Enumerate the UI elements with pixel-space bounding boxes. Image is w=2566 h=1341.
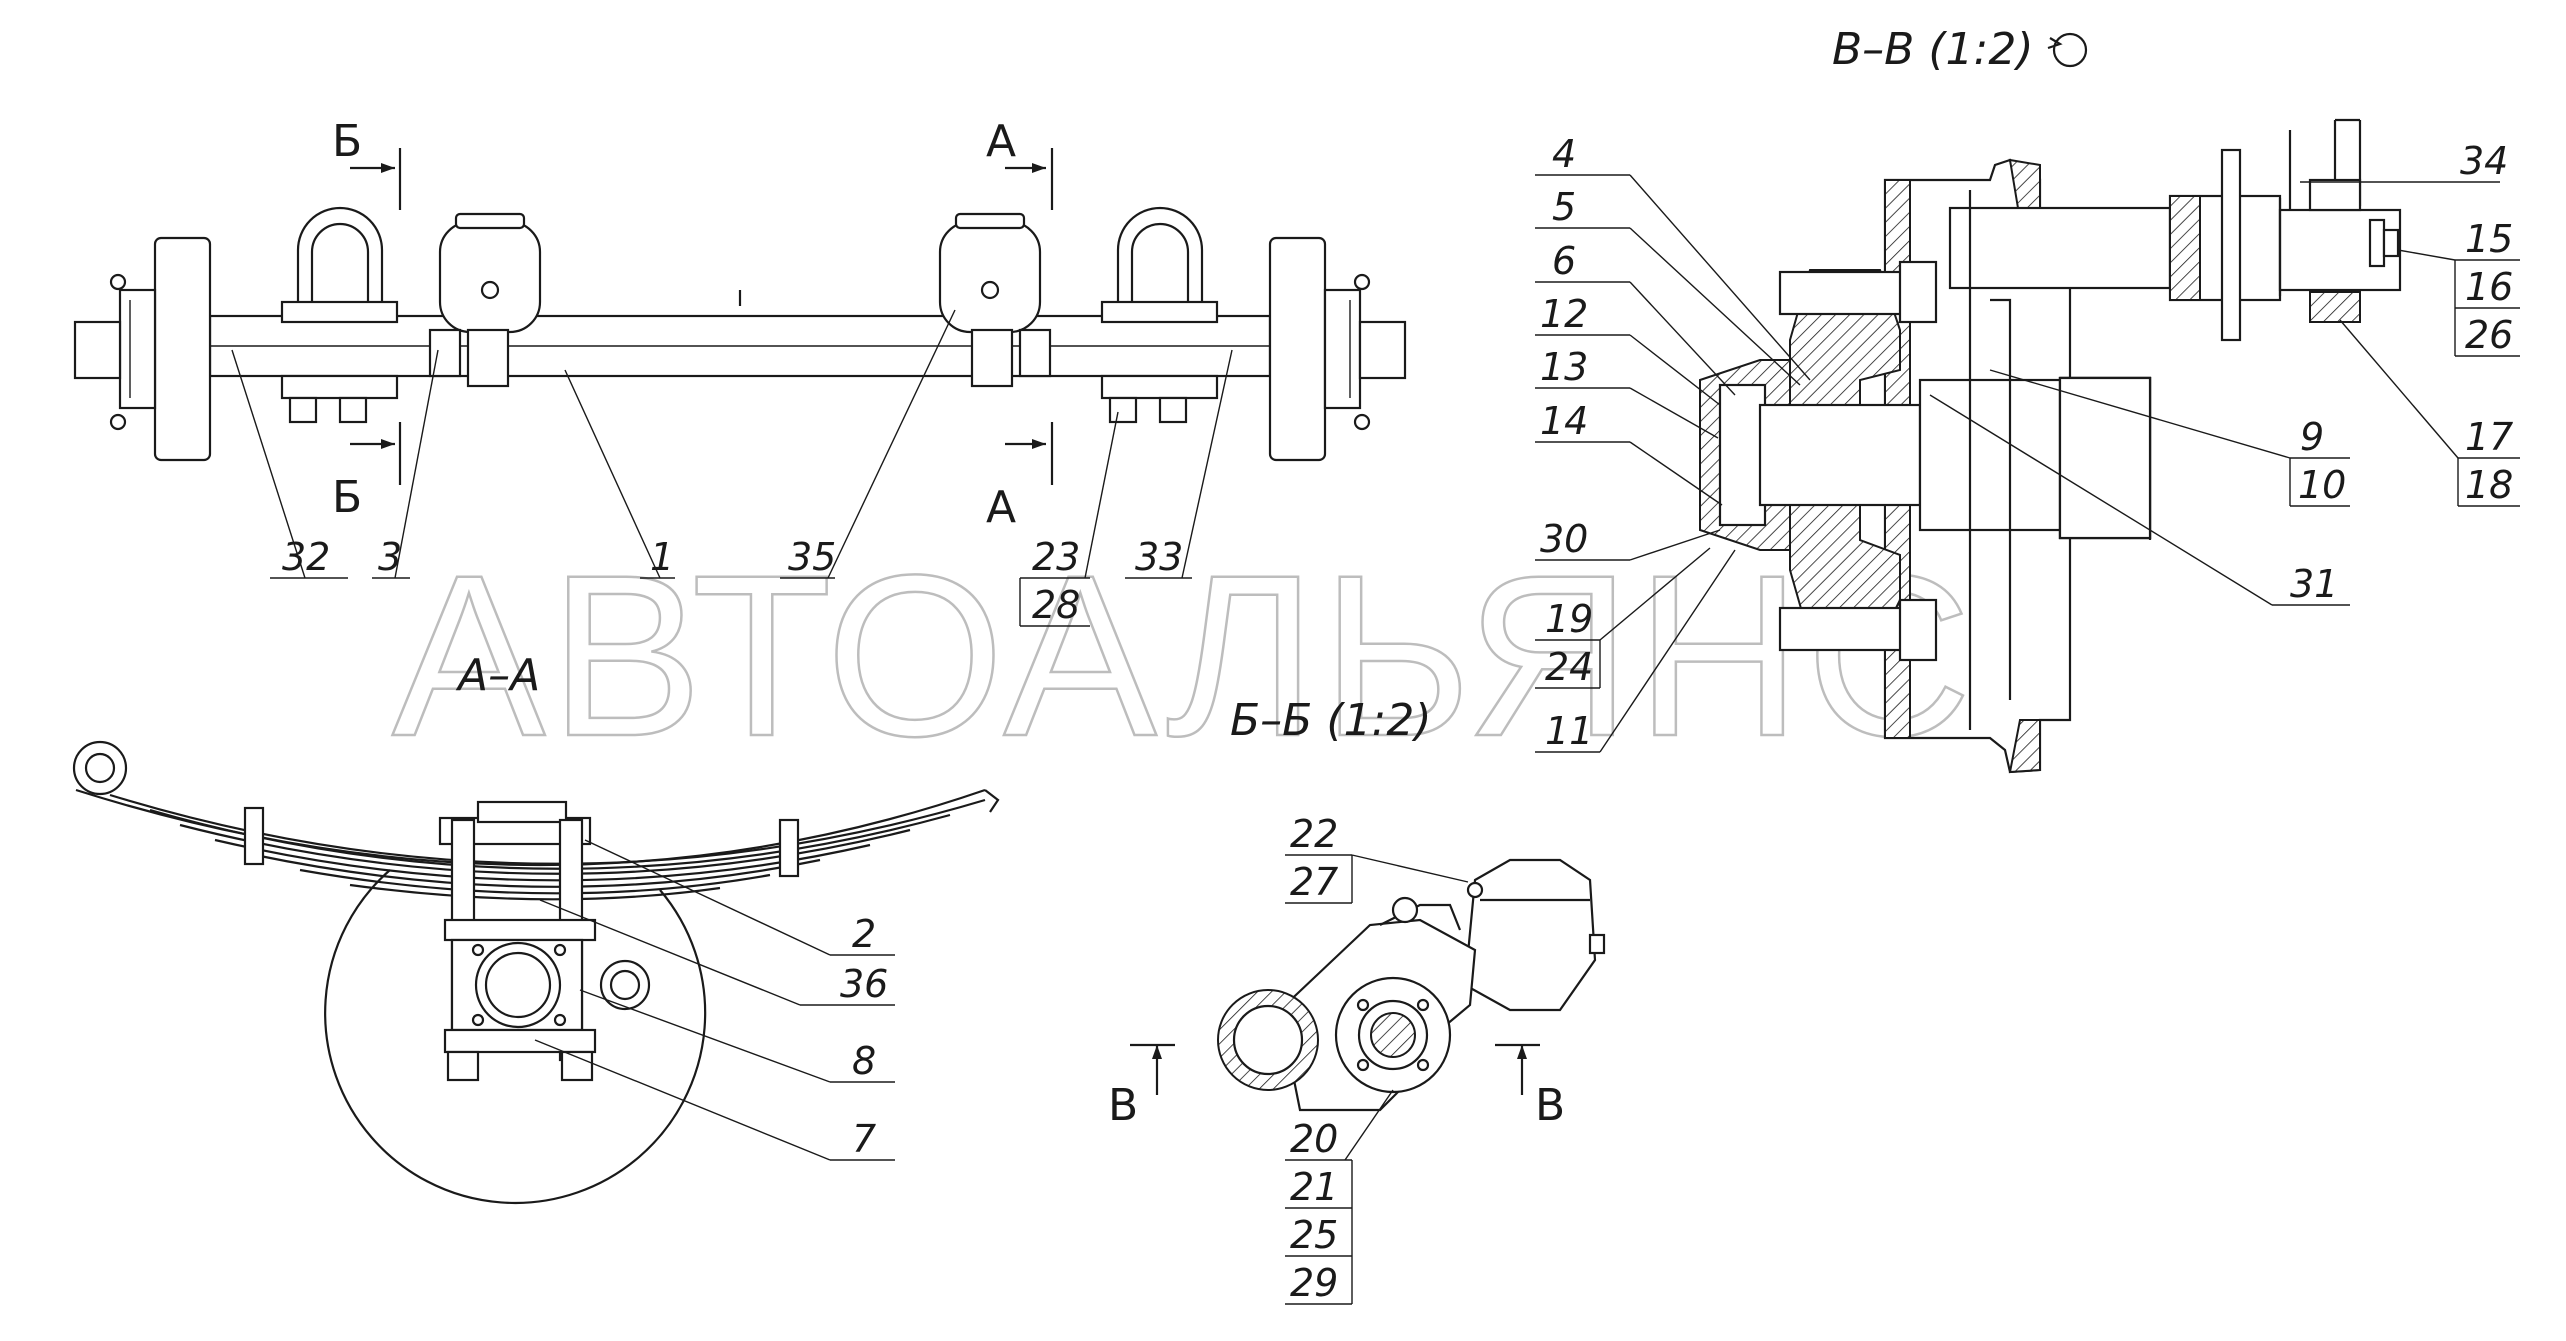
callout-4: 4: [1552, 132, 1576, 176]
cut-mark-v-left: В: [1108, 1080, 1138, 1131]
callouts-bb: 22 27 20 21 25 29: [1285, 812, 1469, 1305]
callout-29: 29: [1290, 1261, 1338, 1305]
callout-15: 15: [2465, 217, 2513, 261]
callout-19: 19: [1545, 597, 1593, 641]
watermark-text: АВТОАЛЬЯНС: [392, 527, 1976, 784]
section-bb-title: Б–Б (1:2): [1230, 695, 1432, 746]
callout-16: 16: [2465, 265, 2513, 309]
callout-13: 13: [1540, 345, 1588, 389]
cut-mark-b-bottom: Б: [332, 472, 362, 523]
callout-17: 17: [2465, 415, 2513, 459]
callouts-main: 32 3 1 35 23 28 33: [231, 309, 1233, 627]
callouts-vv: 4 5 6 12 13 14 30 19 24 11 34: [1535, 132, 2520, 753]
callout-10: 10: [2298, 463, 2346, 507]
axle-front-view: [73, 206, 1407, 462]
callout-30: 30: [1540, 517, 1588, 561]
callout-28: 28: [1032, 583, 1080, 627]
cut-mark-v-right: В: [1535, 1080, 1565, 1131]
callout-35: 35: [788, 535, 836, 579]
callout-34: 34: [2460, 139, 2508, 183]
callout-26: 26: [2465, 313, 2513, 357]
callout-33: 33: [1135, 535, 1183, 579]
callout-12: 12: [1540, 292, 1588, 336]
callout-20: 20: [1290, 1117, 1338, 1161]
callout-23: 23: [1032, 535, 1080, 579]
cut-mark-b-top: Б: [332, 116, 362, 167]
callout-2: 2: [852, 912, 876, 956]
callout-6: 6: [1552, 239, 1576, 283]
leaf-spring-view: [72, 740, 1000, 1205]
callout-3: 3: [378, 535, 402, 579]
callout-31: 31: [2290, 562, 2338, 606]
hub-section-view: [1699, 118, 2402, 774]
callout-8: 8: [852, 1039, 876, 1083]
callout-22: 22: [1290, 812, 1338, 856]
callout-5: 5: [1552, 185, 1576, 229]
callout-32: 32: [282, 535, 330, 579]
cut-marks-main: Б Б А А: [332, 116, 1054, 533]
callout-9: 9: [2300, 415, 2324, 459]
callout-24: 24: [1545, 645, 1593, 689]
callout-27: 27: [1290, 860, 1338, 904]
cut-mark-a-top: А: [986, 116, 1016, 167]
section-aa-title: А–А: [455, 650, 540, 701]
section-vv-title: В–В (1:2): [1832, 24, 2034, 75]
callout-25: 25: [1290, 1213, 1338, 1257]
callout-21: 21: [1290, 1165, 1338, 1209]
cut-mark-a-bottom: А: [986, 482, 1016, 533]
callout-7: 7: [852, 1117, 876, 1161]
callout-1: 1: [650, 535, 674, 579]
callout-18: 18: [2465, 463, 2513, 507]
callout-36: 36: [840, 962, 888, 1006]
brake-bracket-view: В В: [1108, 858, 1606, 1131]
callout-14: 14: [1540, 399, 1588, 443]
callout-11: 11: [1545, 709, 1593, 753]
callouts-aa: 2 36 8 7: [534, 839, 895, 1161]
